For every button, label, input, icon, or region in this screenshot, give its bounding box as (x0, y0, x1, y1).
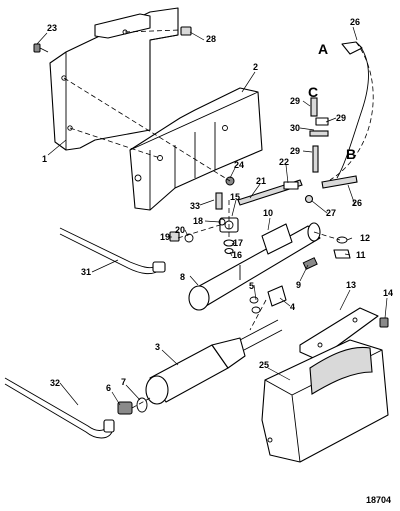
fittings-4-5 (249, 285, 287, 314)
callout-25: 25 (259, 360, 269, 370)
callout-29-top: 29 (290, 96, 300, 106)
callout-18: 18 (193, 216, 203, 226)
callout-30: 30 (290, 123, 300, 133)
callout-29-bottom: 29 (290, 146, 300, 156)
figure-number: 18704 (366, 495, 391, 505)
callout-31: 31 (81, 267, 91, 277)
callout-14: 14 (383, 288, 393, 298)
letter-c: C (308, 84, 318, 100)
bracket-13 (299, 307, 379, 361)
callout-labels: 1 2 3 4 5 6 7 8 9 10 11 12 13 14 15 16 1… (42, 17, 393, 393)
callout-19: 19 (160, 232, 170, 242)
callout-28: 28 (206, 34, 216, 44)
callout-5: 5 (249, 281, 254, 291)
callout-27: 27 (326, 208, 336, 218)
callout-26-top: 26 (350, 17, 360, 27)
letter-a: A (318, 41, 328, 57)
callout-32: 32 (50, 378, 60, 388)
fitting-27 (304, 194, 314, 204)
callout-33: 33 (190, 201, 200, 211)
callout-29-right: 29 (336, 113, 346, 123)
callout-12: 12 (360, 233, 370, 243)
fitting-19-20 (169, 231, 194, 243)
fitting-6-7 (117, 397, 148, 415)
callout-11: 11 (356, 250, 366, 260)
heat-exchanger-8 (188, 222, 321, 311)
callout-9: 9 (296, 280, 301, 290)
screw-23 (33, 43, 49, 53)
fuel-cooler-25 (261, 339, 389, 463)
assembly-lines (63, 29, 374, 409)
callout-23: 23 (47, 23, 57, 33)
plug-9 (302, 257, 318, 270)
tube-21-22 (237, 179, 303, 206)
callout-20: 20 (175, 225, 185, 235)
callout-10: 10 (263, 208, 273, 218)
callout-3: 3 (155, 342, 160, 352)
callout-7: 7 (121, 377, 126, 387)
leader-lines (36, 26, 388, 406)
clip-28 (180, 26, 192, 36)
hose-31 (59, 227, 166, 275)
fittings-29-30 (309, 97, 329, 173)
callout-22: 22 (279, 157, 289, 167)
callout-1: 1 (42, 154, 47, 164)
callout-15: 15 (230, 192, 240, 202)
callout-16: 16 (232, 250, 242, 260)
callout-24: 24 (234, 160, 244, 170)
mounting-bracket (49, 7, 179, 151)
letter-b: B (346, 146, 356, 162)
callout-13: 13 (346, 280, 356, 290)
callout-26-bottom: 26 (352, 198, 362, 208)
hose-26 (321, 41, 370, 189)
callout-21: 21 (256, 176, 266, 186)
hose-32 (4, 377, 115, 439)
cooler-housing (129, 87, 263, 211)
fuel-filter-3 (145, 319, 283, 405)
callout-2: 2 (253, 62, 258, 72)
callout-4: 4 (290, 302, 295, 312)
callout-17: 17 (233, 238, 243, 248)
nut-14 (379, 317, 389, 328)
connection-letters: A B C (308, 41, 356, 162)
callout-6: 6 (106, 383, 111, 393)
callout-8: 8 (180, 272, 185, 282)
